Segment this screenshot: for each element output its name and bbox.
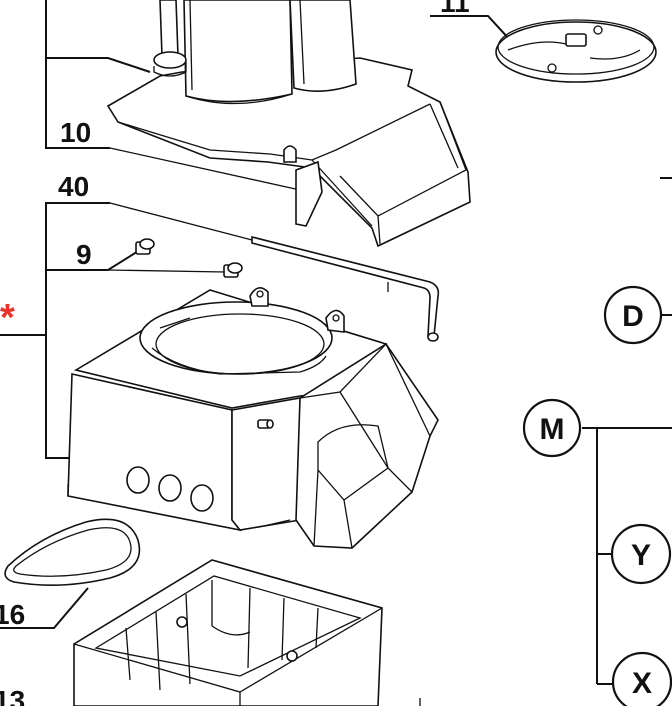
label-part-13: 13 [0, 685, 25, 706]
main-housing-part [67, 287, 439, 549]
bushing-parts [135, 238, 243, 278]
circle-label-y: Y [610, 523, 672, 585]
lid-housing-part [106, 0, 471, 248]
circle-y-text: Y [631, 539, 651, 572]
circle-label-d: D [603, 285, 663, 345]
rod-part [251, 235, 440, 342]
right-tree-lines [582, 427, 672, 685]
label-part-11: 11 [440, 0, 470, 18]
circle-x-text: X [632, 667, 652, 700]
slicing-disc-part [495, 19, 657, 83]
circle-label-m: M [522, 398, 582, 458]
circle-d-text: D [622, 300, 644, 333]
circle-m-text: M [540, 413, 565, 446]
label-part-40: 40 [58, 171, 89, 202]
belt-part [4, 518, 141, 586]
label-part-9: 9 [76, 239, 92, 270]
circle-label-x: X [611, 651, 672, 706]
label-part-10: 10 [60, 117, 91, 148]
label-part-16: 16 [0, 599, 25, 630]
label-asterisk: * [0, 297, 15, 339]
left-bracket-group [0, 0, 672, 629]
base-box-part [73, 559, 421, 706]
